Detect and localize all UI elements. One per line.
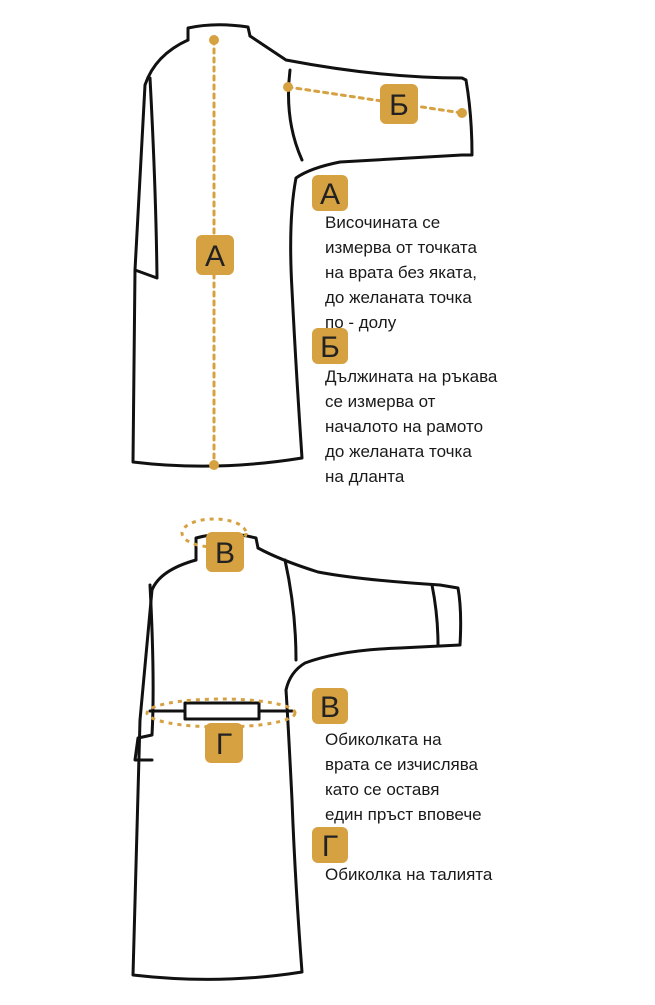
badge-g-diagram-label: Г [216,728,232,761]
bottom-garment [131,532,463,981]
legend-b-line: се измерва от [325,392,436,411]
legend-description-a: Височината се измерва от точката на врат… [325,210,477,335]
bottom-right-cuff-line [430,583,440,647]
badge-b-diagram-label: Б [389,89,409,122]
legend-g-line: Обиколка на талията [325,865,493,884]
legend-badge-v-label: В [320,691,340,724]
measure-a: А [196,35,234,470]
badge-b-diagram [380,84,418,124]
legend-badge-v [312,688,348,724]
legend-b-line: до желаната точка [325,442,472,461]
legend-v-line: един пръст вповече [325,805,482,824]
bottom-left-sleeve-outline [133,583,155,762]
badge-v-diagram-label: В [215,537,235,570]
measure-b: Б [283,82,467,124]
badge-a-diagram [196,235,234,275]
legend-badge-b [312,328,348,364]
measure-b-line [286,85,464,115]
badge-v-diagram [206,532,244,572]
top-collar-outline [186,23,252,42]
legend-badge-g-label: Г [322,830,338,863]
legend-a-line: на врата без яката, [325,263,477,282]
top-left-sleeve-outline [133,76,159,280]
legend-a-line: до желаната точка [325,288,472,307]
legend-b-line: на дланта [325,467,405,486]
top-garment [131,23,474,468]
top-armhole-curve [287,68,304,162]
legend-v-line: като се оставя [325,780,440,799]
legend-b-line: Дължината на ръкава [325,367,498,386]
legend-description-b: Дължината на ръкава се измерва от начало… [325,364,497,489]
measure-v: В [180,517,248,572]
bottom-armhole-curve [283,558,298,662]
badge-g-diagram [205,723,243,763]
bottom-body-outline [131,546,463,981]
legend-badge-a-label: А [320,178,340,211]
legend-a-line: по - долу [325,313,397,332]
legend-a-line: измерва от точката [325,238,477,257]
legend-a-line: Височината се [325,213,441,232]
top-body-outline [131,34,474,468]
measure-g: Г [145,697,297,763]
legend-v-line: Обиколката на [325,730,442,749]
bottom-belt-buckle [183,701,261,721]
measure-a-bottom-dot [209,460,219,470]
measure-b-start-dot [283,82,293,92]
measure-a-top-dot [209,35,219,45]
legend-b-line: началото на рамото [325,417,484,436]
legend-badge-a [312,175,348,211]
legend-description-g: Обиколка на талията [325,862,492,887]
measure-b-end-dot [457,108,467,118]
badge-a-diagram-label: А [205,240,225,273]
legend-v-line: врата се изчислява [325,755,479,774]
legend-badge-b-label: Б [320,331,340,364]
legend-badge-g [312,827,348,863]
legend-description-v: Обиколката на врата се изчислява като се… [325,727,482,827]
measure-g-waist-ellipse [145,697,297,729]
